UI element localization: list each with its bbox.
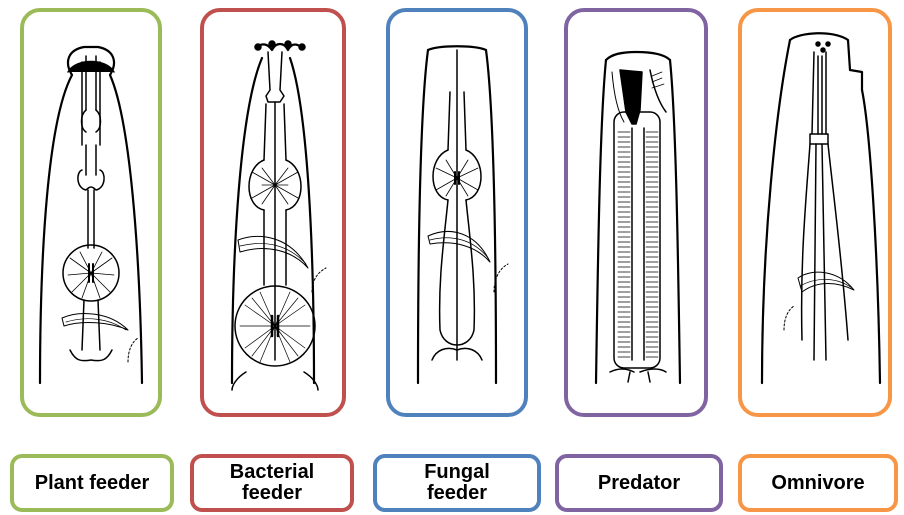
- predator-label: Predator: [598, 473, 680, 494]
- fungal-feeder-nematode-drawing: [418, 46, 508, 383]
- plant-feeder-label: Plant feeder: [35, 473, 149, 494]
- plant-feeder-nematode-drawing: [40, 47, 142, 383]
- bacterial-feeder-label: Bacterial feeder: [230, 462, 315, 504]
- omnivore-nematode-drawing: [762, 33, 880, 383]
- omnivore-label: Omnivore: [771, 473, 864, 494]
- predator-nematode-drawing: [596, 52, 680, 383]
- plant-feeder-label-box: Plant feeder: [10, 454, 174, 512]
- fungal-feeder-label: Fungal feeder: [424, 462, 490, 504]
- omnivore-label-box: Omnivore: [738, 454, 898, 512]
- bacterial-feeder-nematode-drawing: [232, 41, 326, 390]
- predator-label-box: Predator: [555, 454, 723, 512]
- fungal-feeder-label-box: Fungal feeder: [373, 454, 541, 512]
- bacterial-feeder-panel: [202, 10, 344, 415]
- bacterial-feeder-label-box: Bacterial feeder: [190, 454, 354, 512]
